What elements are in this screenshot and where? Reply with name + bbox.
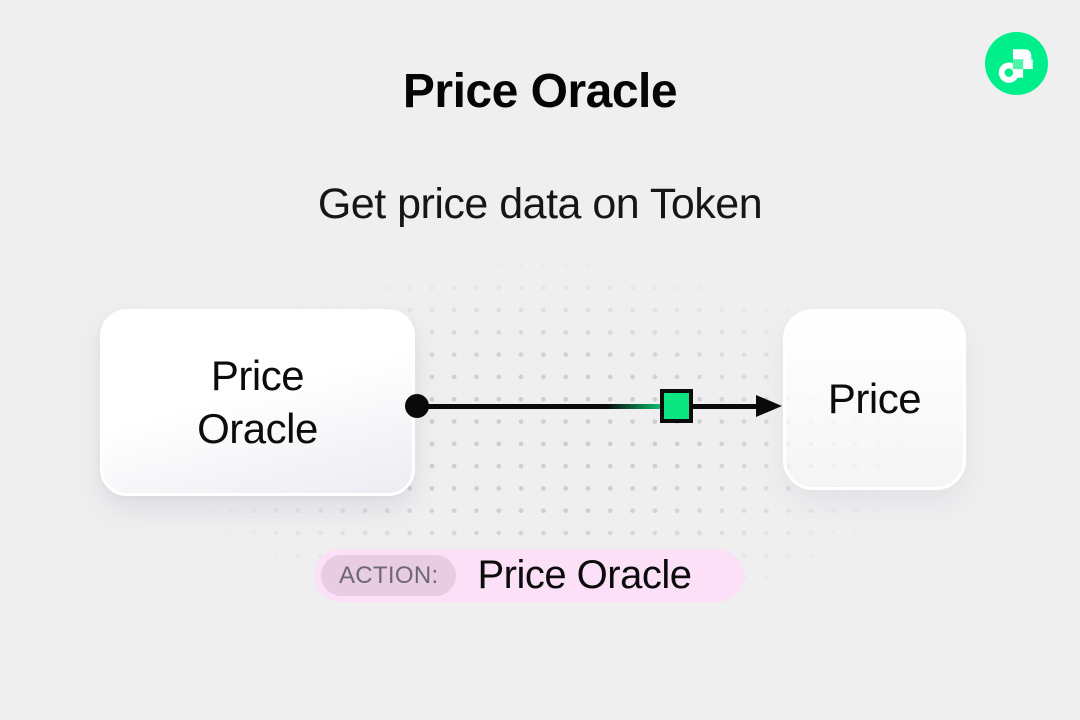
edge-line: [417, 404, 767, 409]
action-badge-label: ACTION:: [321, 555, 457, 596]
flow-logo-icon: [985, 32, 1048, 95]
edge-green-fade: [606, 404, 661, 409]
edge-marker-square-icon: [660, 389, 693, 423]
node-price-oracle[interactable]: Price Oracle: [100, 309, 415, 496]
edge-source-dot: [405, 394, 429, 418]
node-price-label: Price: [827, 375, 922, 423]
node-price-oracle-label: Price Oracle: [197, 351, 318, 452]
page-title: Price Oracle: [402, 65, 678, 118]
node-price[interactable]: Price: [783, 309, 966, 490]
page-subtitle: Get price data on Token: [317, 180, 763, 228]
action-badge: ACTION: Price Oracle: [314, 549, 744, 602]
edge-arrowhead-icon: [756, 395, 782, 417]
action-badge-value: Price Oracle: [477, 553, 692, 597]
